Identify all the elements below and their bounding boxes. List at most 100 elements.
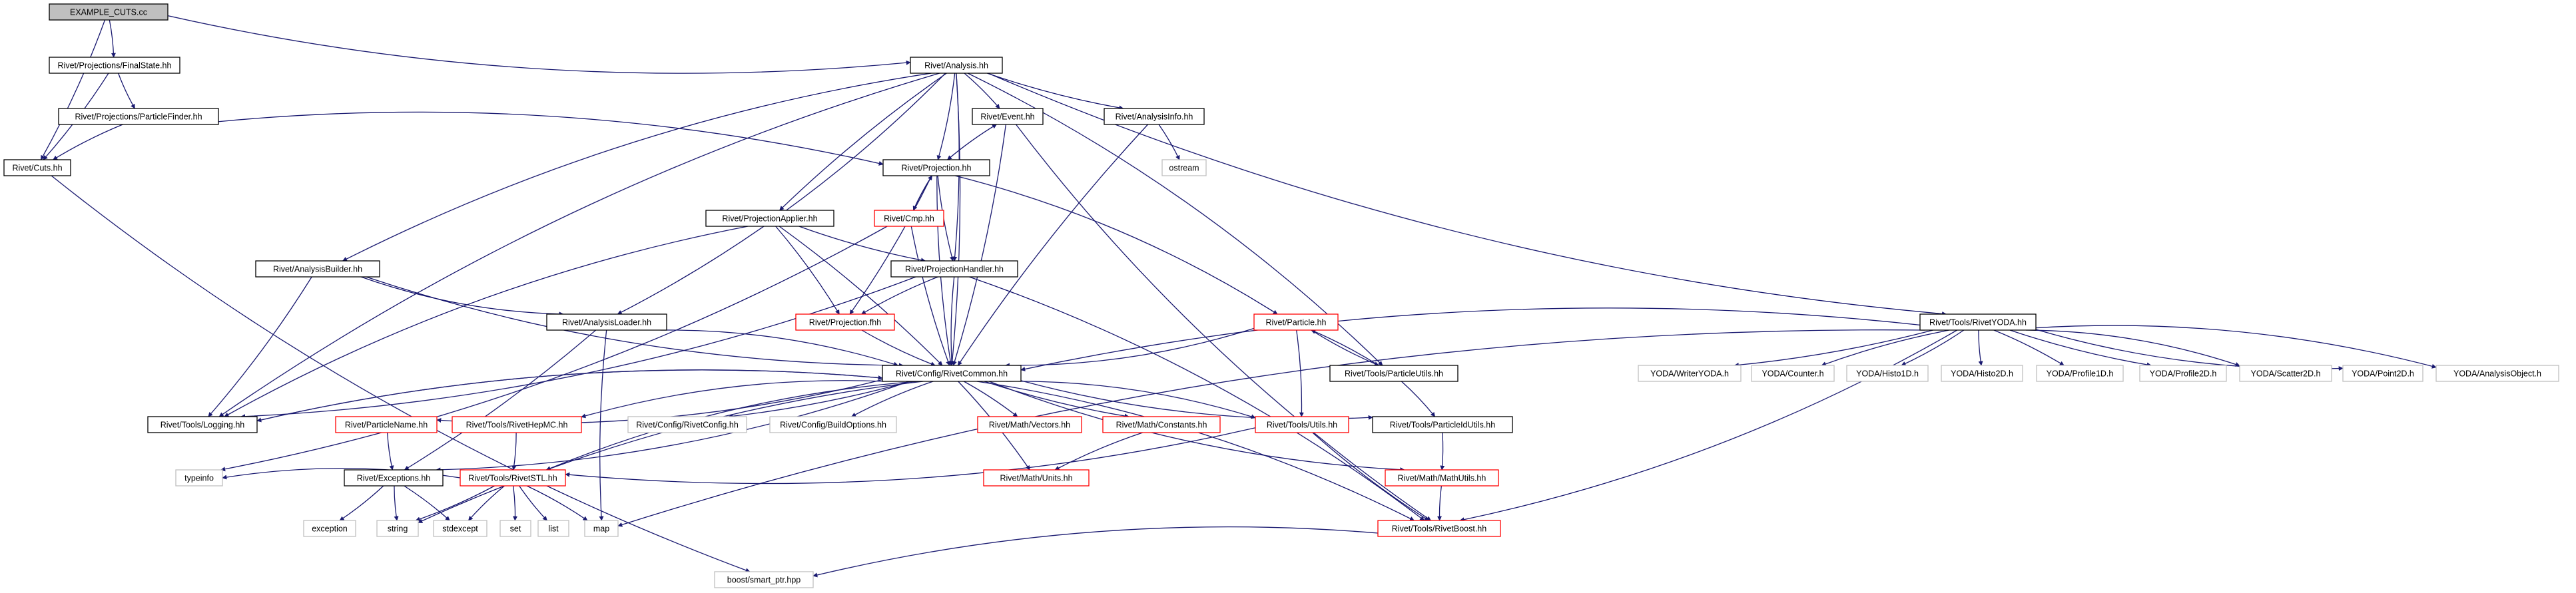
node-box <box>537 520 569 537</box>
node-analysisbuilder[interactable]: Rivet/AnalysisBuilder.hh <box>255 260 380 278</box>
edge-rivetyoda-to-profile1d <box>1993 329 2065 366</box>
node-particleutils[interactable]: Rivet/Tools/ParticleUtils.hh <box>1329 365 1458 382</box>
node-box <box>1941 365 2023 382</box>
node-box <box>2036 365 2124 382</box>
node-box <box>2239 365 2332 382</box>
node-ostream: ostream <box>1161 159 1207 176</box>
node-event[interactable]: Rivet/Event.hh <box>972 108 1044 125</box>
edge-rivetcommon-to-constants <box>984 381 1129 419</box>
node-box <box>1372 416 1513 433</box>
node-label: Rivet/ProjectionHandler.hh <box>905 265 1004 274</box>
node-writeryoda: YODA/WriterYODA.h <box>1638 365 1742 382</box>
node-label: stdexcept <box>442 524 478 534</box>
node-label: Rivet/Projections/FinalState.hh <box>58 61 172 71</box>
node-label: EXAMPLE_CUTS.cc <box>70 8 147 17</box>
node-box <box>2435 365 2559 382</box>
node-rivetcommon[interactable]: Rivet/Config/RivetCommon.hh <box>882 365 1022 382</box>
node-label: Rivet/ProjectionApplier.hh <box>722 214 817 224</box>
node-buildoptions: Rivet/Config/BuildOptions.hh <box>769 416 897 433</box>
node-exception: exception <box>303 520 356 537</box>
node-particlefinder[interactable]: Rivet/Projections/ParticleFinder.hh <box>58 108 219 125</box>
node-exceptions[interactable]: Rivet/Exceptions.hh <box>344 469 444 487</box>
node-label: Rivet/Tools/RivetYODA.hh <box>1929 318 2027 327</box>
node-label: Rivet/Projection.hh <box>902 164 972 173</box>
node-box <box>1846 365 1929 382</box>
edge-analysisinfo-to-rivetcommon <box>957 124 1149 366</box>
node-mathutils[interactable]: Rivet/Math/MathUtils.hh <box>1385 469 1499 487</box>
edge-projectionhandler-to-logging <box>240 276 916 419</box>
node-label: Rivet/Math/MathUtils.hh <box>1398 474 1486 483</box>
edge-rivetyoda-to-histo1d <box>1901 329 1965 366</box>
node-histo1d: YODA/Histo1D.h <box>1846 365 1929 382</box>
node-smartptr: boost/smart_ptr.hpp <box>714 571 814 588</box>
edge-rivetcommon-to-rivethepmc <box>581 380 884 419</box>
node-label: YODA/Profile1D.h <box>2047 369 2114 379</box>
node-projectionhandler[interactable]: Rivet/ProjectionHandler.hh <box>890 260 1018 278</box>
node-projection[interactable]: Rivet/Projection.hh <box>882 159 990 176</box>
node-list: list <box>537 520 569 537</box>
node-box <box>175 469 223 487</box>
edge-projectionfhh-to-rivetcommon <box>861 329 936 366</box>
node-label: Rivet/Tools/Logging.hh <box>161 421 245 430</box>
dependency-nodes: EXAMPLE_CUTS.ccRivet/Projections/FinalSt… <box>3 3 2559 588</box>
edge-rivetstl-to-string <box>415 485 495 522</box>
node-projectionapplier[interactable]: Rivet/ProjectionApplier.hh <box>705 210 834 227</box>
node-vectors[interactable]: Rivet/Math/Vectors.hh <box>977 416 1082 433</box>
node-analysisloader[interactable]: Rivet/AnalysisLoader.hh <box>546 313 667 331</box>
node-label: Rivet/Tools/RivetHepMC.hh <box>466 421 568 430</box>
edge-example_cuts-to-cuts <box>40 19 106 160</box>
node-box <box>452 416 582 433</box>
edge-projectionapplier-to-projectionfhh <box>775 226 840 315</box>
edge-exceptions-to-stdexcept <box>404 485 450 521</box>
node-rivethepmc[interactable]: Rivet/Tools/RivetHepMC.hh <box>452 416 582 433</box>
edge-analysis-to-analysisinfo <box>987 73 1124 110</box>
node-box <box>874 210 944 227</box>
node-box <box>1161 159 1207 176</box>
node-label: map <box>593 524 609 534</box>
edge-particlename-to-exceptions <box>387 432 394 471</box>
node-particle[interactable]: Rivet/Particle.hh <box>1253 313 1339 331</box>
edge-cmp-to-rivetcommon <box>910 226 950 366</box>
node-box <box>1919 313 2037 331</box>
node-label: Rivet/AnalysisLoader.hh <box>562 318 651 327</box>
node-units[interactable]: Rivet/Math/Units.hh <box>983 469 1090 487</box>
node-rivetstl[interactable]: Rivet/Tools/RivetSTL.hh <box>460 469 566 487</box>
node-label: ostream <box>1169 164 1199 173</box>
node-finalstate[interactable]: Rivet/Projections/FinalState.hh <box>49 57 180 74</box>
node-label: Rivet/AnalysisInfo.hh <box>1116 112 1193 122</box>
node-utils[interactable]: Rivet/Tools/Utils.hh <box>1255 416 1349 433</box>
edge-exceptions-to-string <box>394 485 399 521</box>
edge-particlefinder-to-projection <box>218 111 884 166</box>
node-box <box>147 416 258 433</box>
node-particleidutils[interactable]: Rivet/Tools/ParticleIdUtils.hh <box>1372 416 1513 433</box>
node-map: map <box>584 520 619 537</box>
edge-particle-to-rivetcommon <box>1004 327 1255 368</box>
node-label: typeinfo <box>184 474 214 483</box>
node-label: YODA/Histo1D.h <box>1856 369 1919 379</box>
node-label: Rivet/Particle.hh <box>1265 318 1326 327</box>
node-label: Rivet/Math/Vectors.hh <box>989 421 1070 430</box>
edge-projectionapplier-to-logging <box>224 226 749 417</box>
node-box <box>255 260 380 278</box>
node-scatter2d: YODA/Scatter2D.h <box>2239 365 2332 382</box>
node-point2d: YODA/Point2D.h <box>2342 365 2423 382</box>
node-cmp[interactable]: Rivet/Cmp.hh <box>874 210 944 227</box>
node-box <box>49 57 180 74</box>
node-example_cuts[interactable]: EXAMPLE_CUTS.cc <box>49 3 168 21</box>
node-constants[interactable]: Rivet/Math/Constants.hh <box>1102 416 1221 433</box>
node-analysisinfo[interactable]: Rivet/AnalysisInfo.hh <box>1104 108 1205 125</box>
node-logging[interactable]: Rivet/Tools/Logging.hh <box>147 416 258 433</box>
node-label: YODA/Scatter2D.h <box>2251 369 2321 379</box>
node-rivetyoda[interactable]: Rivet/Tools/RivetYODA.hh <box>1919 313 2037 331</box>
node-particlename[interactable]: Rivet/ParticleName.hh <box>335 416 438 433</box>
node-box <box>1329 365 1458 382</box>
dependency-edges <box>40 15 2437 578</box>
node-box <box>882 159 990 176</box>
node-analysis[interactable]: Rivet/Analysis.hh <box>910 57 1003 74</box>
node-projectionfhh[interactable]: Rivet/Projection.fhh <box>795 313 895 331</box>
node-cuts[interactable]: Rivet/Cuts.hh <box>3 159 71 176</box>
node-typeinfo: typeinfo <box>175 469 223 487</box>
node-label: Rivet/AnalysisBuilder.hh <box>273 265 362 274</box>
node-rivetboost[interactable]: Rivet/Tools/RivetBoost.hh <box>1377 520 1501 537</box>
node-box <box>1102 416 1221 433</box>
